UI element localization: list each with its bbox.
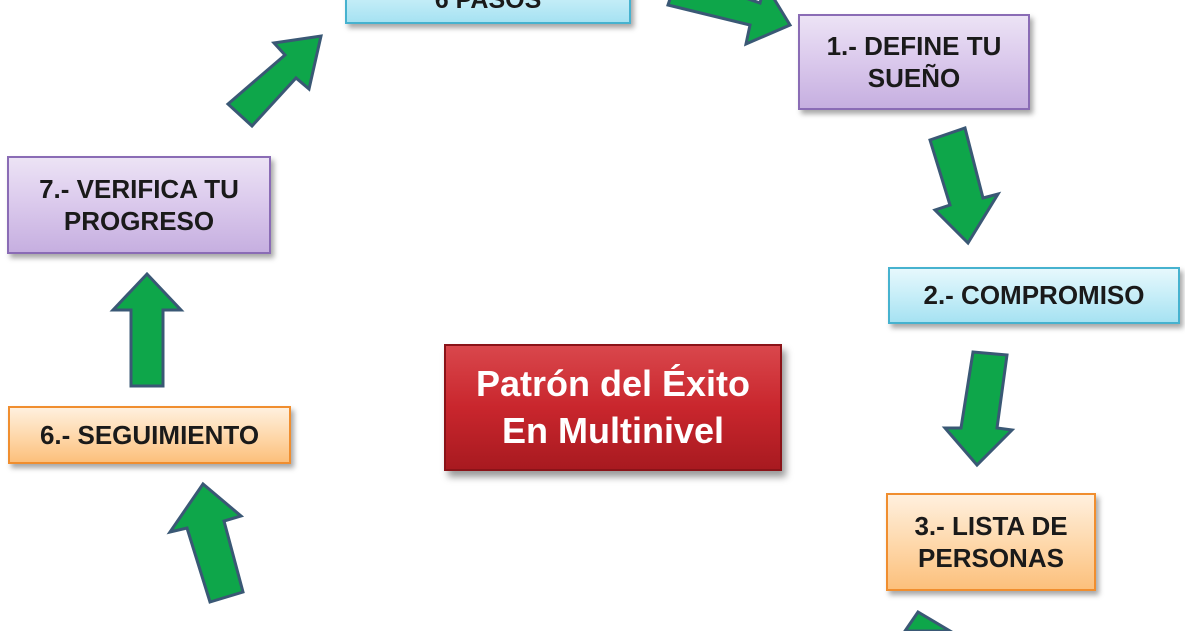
step-2-label: 2.- COMPROMISO [923, 280, 1145, 311]
step-1-label: 1.- DEFINE TU SUEÑO [826, 30, 1002, 94]
step-3-box: 3.- LISTA DE PERSONAS [886, 493, 1096, 591]
arrow-to-step3 [941, 350, 1016, 468]
arrow-partial-bottom-right [903, 609, 953, 631]
step-3-label: 3.- LISTA DE PERSONAS [914, 510, 1068, 574]
arrow-to-step2 [928, 126, 1002, 246]
step-6-box: 6.- SEGUIMIENTO [8, 406, 291, 464]
center-title-label: Patrón del Éxito En Multinivel [475, 362, 751, 451]
step-1-box: 1.- DEFINE TU SUEÑO [798, 14, 1030, 110]
step-7-label: 7.- VERIFICA TU PROGRESO [39, 173, 239, 237]
arrow-to-step6 [166, 481, 245, 604]
center-title-box: Patrón del Éxito En Multinivel [444, 344, 782, 471]
arrow-to-step1 [666, 0, 793, 47]
top-title-label: 6 PASOS [435, 0, 542, 16]
step-6-label: 6.- SEGUIMIENTO [39, 419, 260, 450]
step-7-box: 7.- VERIFICA TU PROGRESO [7, 156, 271, 254]
step-2-box: 2.- COMPROMISO [888, 267, 1180, 324]
arrow-to-top-box [225, 34, 323, 129]
top-title-box: 6 PASOS [345, 0, 631, 24]
arrow-to-step7 [109, 271, 185, 388]
